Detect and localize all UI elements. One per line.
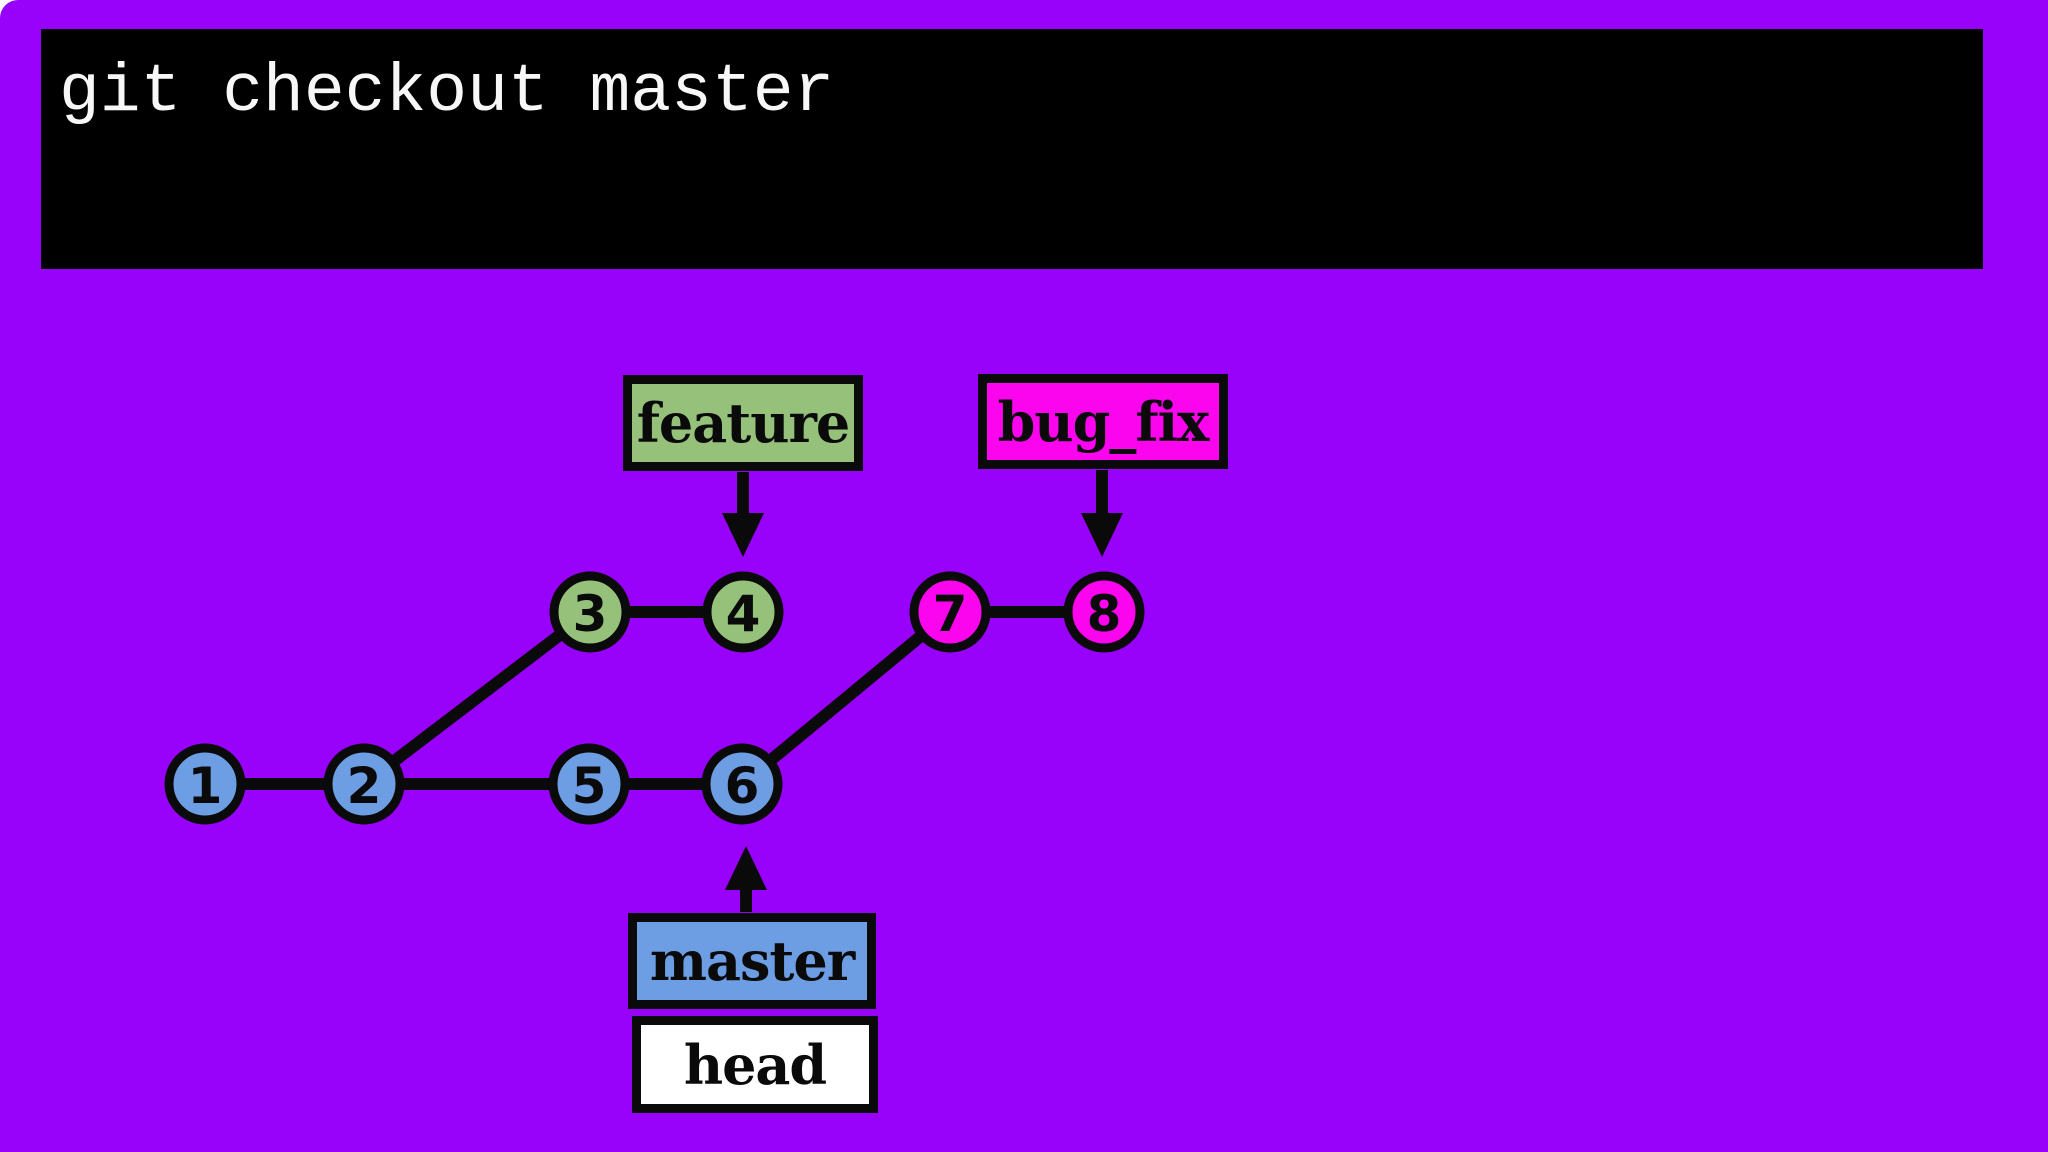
branch-label-master-text: master [649,929,855,993]
commit-node-1 [164,743,246,825]
master-arrow-head [725,846,767,890]
commit-node-8 [1063,571,1145,653]
terminal-panel: git checkout master [41,29,1983,269]
commit-number-2: 2 [347,757,382,815]
commit-node-4 [702,571,784,653]
commit-number-3: 3 [573,585,608,643]
commit-edge-2-3 [360,607,594,789]
commit-node-7 [909,571,991,653]
commit-node-6 [701,743,783,825]
commit-number-5: 5 [572,757,607,815]
head-pointer-label: head [632,1016,878,1113]
commit-edge-6-7 [738,607,954,789]
commit-number-6: 6 [725,757,760,815]
commit-number-1: 1 [188,757,223,815]
head-pointer-label-text: head [683,1032,827,1097]
terminal-command-text: git checkout master [59,54,835,131]
feature-arrow-head [722,513,764,557]
branch-label-feature: feature [623,375,863,471]
bug-fix-arrow-head [1081,513,1123,557]
commit-number-8: 8 [1087,585,1122,643]
commit-number-7: 7 [933,585,968,643]
branch-label-feature-text: feature [636,391,851,455]
branch-label-bug-fix: bug_fix [978,374,1228,469]
commit-node-2 [323,743,405,825]
branch-label-master: master [628,913,876,1009]
commit-node-3 [549,571,631,653]
commit-node-5 [548,743,630,825]
commit-number-4: 4 [726,585,761,643]
branch-label-bug-fix-text: bug_fix [997,389,1210,454]
